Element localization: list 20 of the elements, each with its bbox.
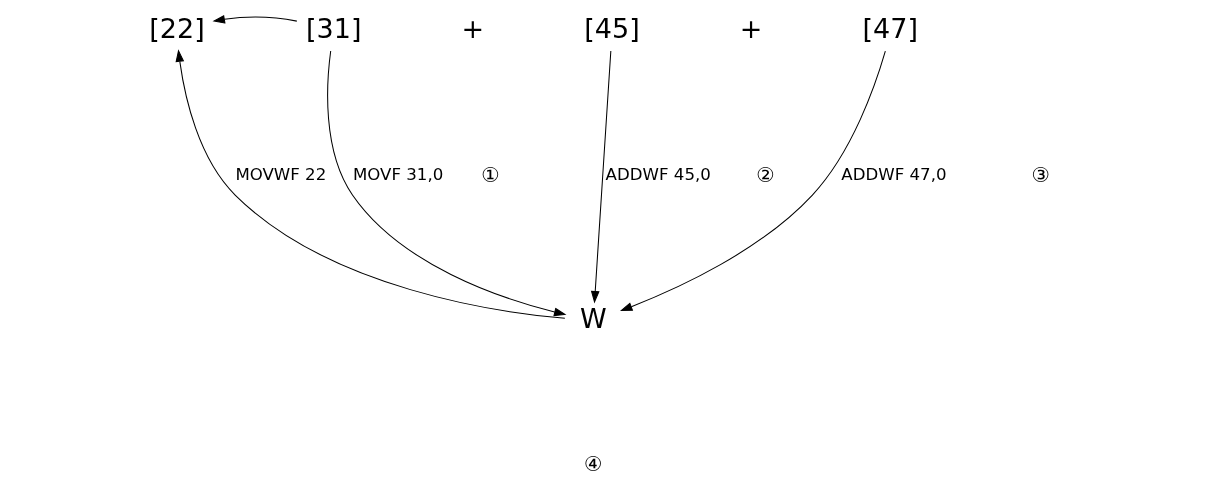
node-text: W — [579, 302, 607, 334]
label: ① — [480, 162, 500, 187]
node-text: [31] — [305, 13, 361, 45]
edge-label: MOVWF 22 — [234, 165, 326, 185]
edge-label: ADDWF 47,0 — [840, 165, 946, 185]
arrow — [326, 50, 566, 317]
label: ② — [755, 162, 775, 187]
edge-label: ADDWF 45,0 — [605, 165, 711, 185]
label: + — [461, 13, 484, 45]
label: ④ — [583, 452, 603, 477]
edge-label: MOVF 31,0 — [352, 165, 443, 185]
arrow — [212, 15, 297, 24]
node-text: [45] — [583, 13, 640, 45]
label: ③ — [1031, 162, 1050, 187]
label: + — [739, 13, 762, 45]
node-text: [22] — [148, 13, 205, 45]
node-text: [47] — [862, 13, 918, 45]
arrow — [175, 49, 565, 319]
arrow — [619, 50, 886, 311]
arrow — [590, 50, 611, 304]
